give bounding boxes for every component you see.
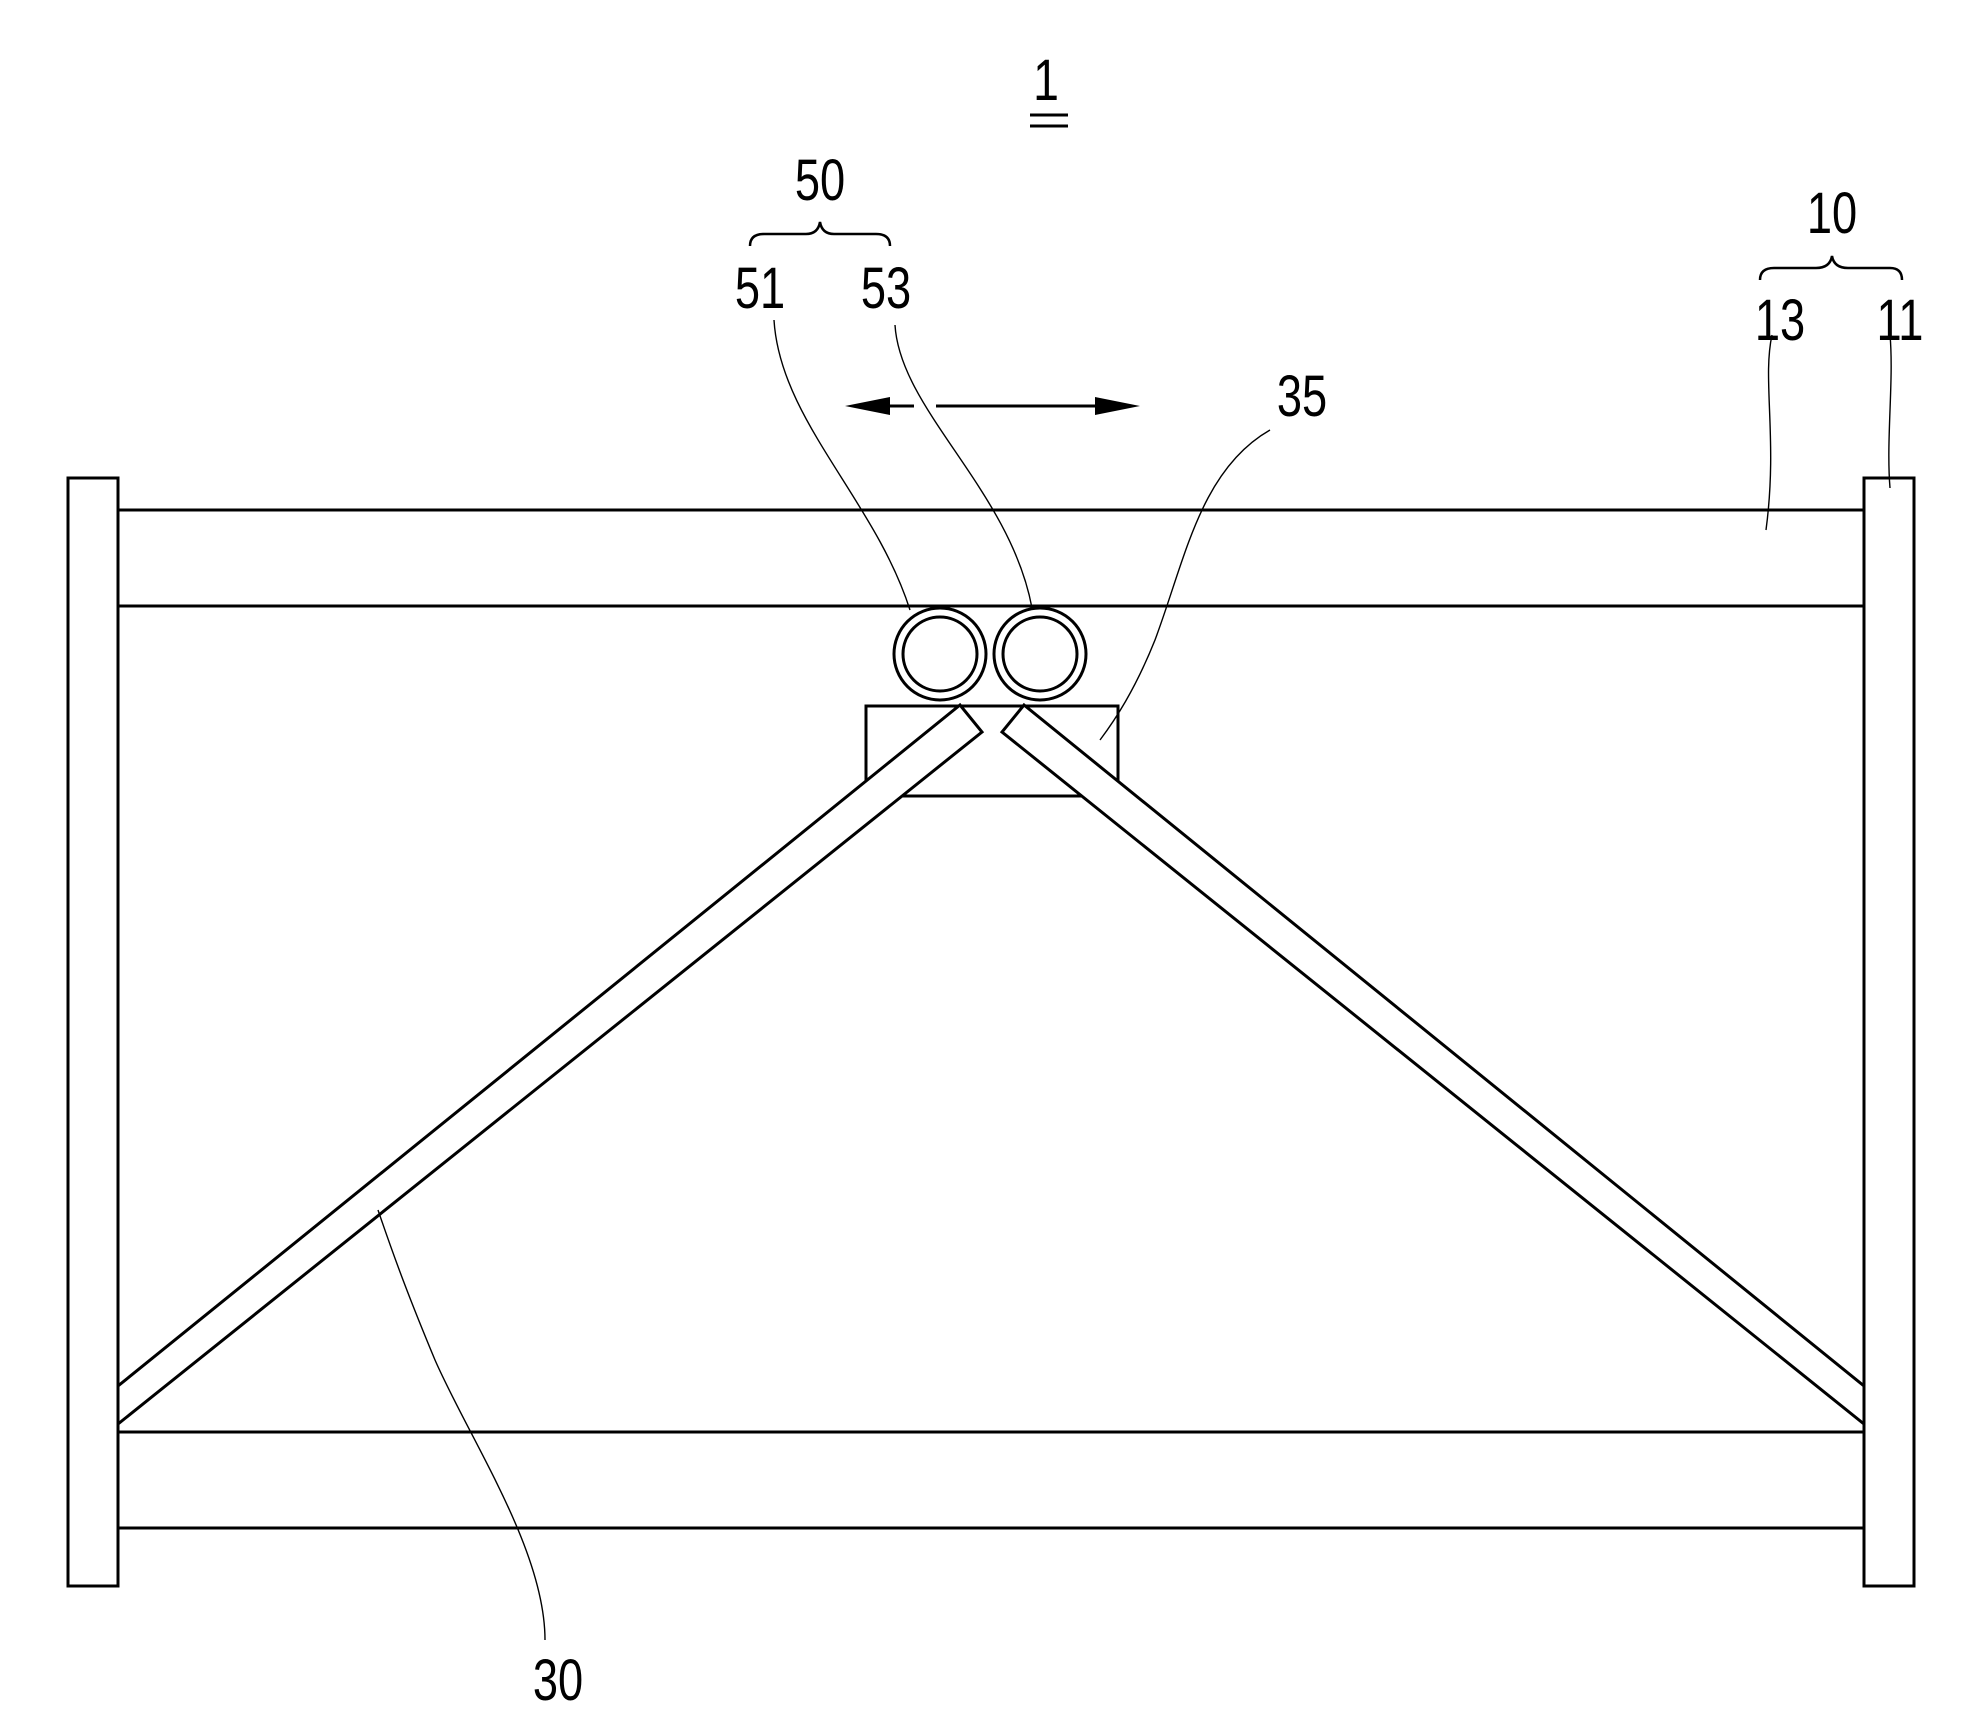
leader-13: [1766, 335, 1772, 530]
label-51: 51: [735, 257, 785, 322]
left-diagonal-link: [118, 705, 982, 1424]
lower-rail: [118, 1432, 1864, 1528]
label-13: 13: [1755, 289, 1805, 354]
label-11: 11: [1877, 289, 1924, 354]
label-35: 35: [1277, 365, 1327, 430]
motion-arrow: [845, 397, 1140, 415]
right-diagonal-link: [1002, 705, 1864, 1424]
brace-10: [1760, 256, 1902, 280]
leader-30: [378, 1210, 545, 1640]
label-30: 30: [533, 1649, 583, 1714]
upper-rail: [118, 510, 1864, 606]
leader-11: [1889, 335, 1891, 488]
label-50: 50: [795, 149, 845, 214]
figure-number: 1: [1033, 48, 1059, 113]
roller-53: [994, 608, 1086, 700]
right-post: [1864, 478, 1914, 1586]
left-post: [68, 478, 118, 1586]
label-53: 53: [861, 257, 911, 322]
label-10: 10: [1807, 182, 1857, 247]
roller-51: [894, 608, 986, 700]
brace-50: [750, 222, 890, 246]
